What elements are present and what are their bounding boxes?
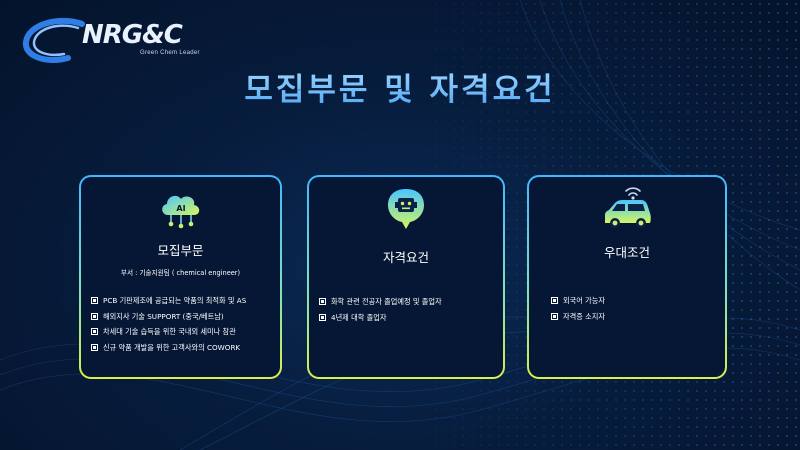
connected-car-icon bbox=[605, 187, 651, 228]
ai-cloud-icon: AI bbox=[161, 195, 199, 229]
card-title: 모집부문 bbox=[157, 243, 204, 258]
page-title: 모집부문 및 자격요건 bbox=[0, 64, 800, 109]
logo-swoosh-icon bbox=[23, 17, 85, 63]
card-preferred-conditions: 우대조건 외국어 가능자 자격증 소지자 bbox=[527, 175, 727, 379]
list-item: 차세대 기술 습득을 위한 국내외 세미나 참관 bbox=[91, 324, 246, 340]
list-item: 외국어 가능자 bbox=[551, 293, 605, 309]
card-qualifications: 자격요건 화학 관련 전공자 졸업예정 및 졸업자 4년제 대학 졸업자 bbox=[307, 175, 505, 379]
list-item: PCB 기판제조에 공급되는 약품의 최적화 및 AS bbox=[91, 293, 246, 309]
bullet-square-icon bbox=[91, 343, 98, 351]
logo-tagline: Green Chem Leader bbox=[140, 50, 200, 56]
bullet-square-icon bbox=[319, 298, 326, 306]
bullet-square-icon bbox=[319, 313, 326, 321]
list-item: 해외지사 기술 SUPPORT (중국/베트남) bbox=[91, 309, 246, 325]
bullet-square-icon bbox=[551, 312, 558, 320]
bullet-list: 외국어 가능자 자격증 소지자 bbox=[551, 293, 605, 324]
list-item: 자격증 소지자 bbox=[551, 309, 605, 325]
card-title: 자격요건 bbox=[382, 250, 429, 265]
bullet-list: 화학 관련 전공자 졸업예정 및 졸업자 4년제 대학 졸업자 bbox=[319, 294, 442, 325]
list-item: 신규 약품 개발을 위한 고객사와의 COWORK bbox=[91, 340, 246, 356]
card-title: 우대조건 bbox=[603, 245, 650, 260]
bullet-list: PCB 기판제조에 공급되는 약품의 최적화 및 AS 해외지사 기술 SUPP… bbox=[91, 293, 246, 355]
bullet-square-icon bbox=[91, 312, 98, 320]
card-recruitment-field: AI 모집부문 부서 : 기술지원팀 ( chemical engineer) … bbox=[79, 175, 282, 379]
list-item: 화학 관련 전공자 졸업예정 및 졸업자 bbox=[319, 294, 442, 310]
bullet-square-icon bbox=[551, 297, 558, 305]
svg-text:AI: AI bbox=[176, 204, 185, 213]
company-logo: NRG&C Green Chem Leader bbox=[20, 14, 220, 70]
card-subtitle: 부서 : 기술지원팀 ( chemical engineer) bbox=[120, 269, 241, 277]
bullet-square-icon bbox=[91, 297, 98, 305]
logo-brand: NRG&C bbox=[82, 20, 183, 50]
robot-chat-icon bbox=[388, 189, 424, 229]
list-item: 4년제 대학 졸업자 bbox=[319, 310, 442, 326]
bullet-square-icon bbox=[91, 328, 98, 336]
